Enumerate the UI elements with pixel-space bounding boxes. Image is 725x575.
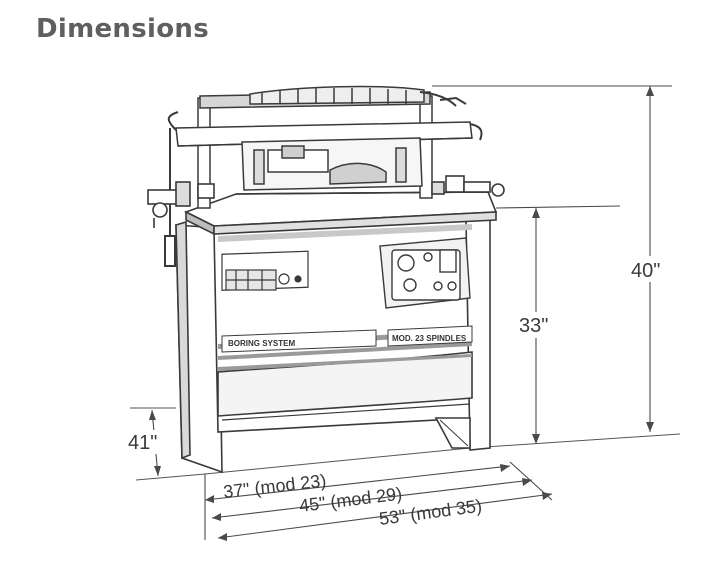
label-bg-41 [124,430,168,454]
control-box-left [221,250,309,291]
depth-label: 41" [128,432,157,454]
height-table-label: 33" [519,315,548,337]
control-panel-right [379,237,471,309]
table-top [183,191,498,236]
height-overall-label: 40" [631,260,660,282]
nameplate-left: BORING SYSTEM [228,339,295,348]
clamps [147,175,505,228]
label-bg-33 [514,312,560,338]
arrowheads [149,86,654,541]
floor-lines [130,407,681,481]
label-bg-40 [624,256,676,282]
nameplates: BORING SYSTEM MOD. 23 SPINDLES [221,325,473,353]
page-title: Dimensions [36,14,209,44]
boring-head [175,85,473,209]
nameplate-right: MOD. 23 SPINDLES [392,334,467,343]
